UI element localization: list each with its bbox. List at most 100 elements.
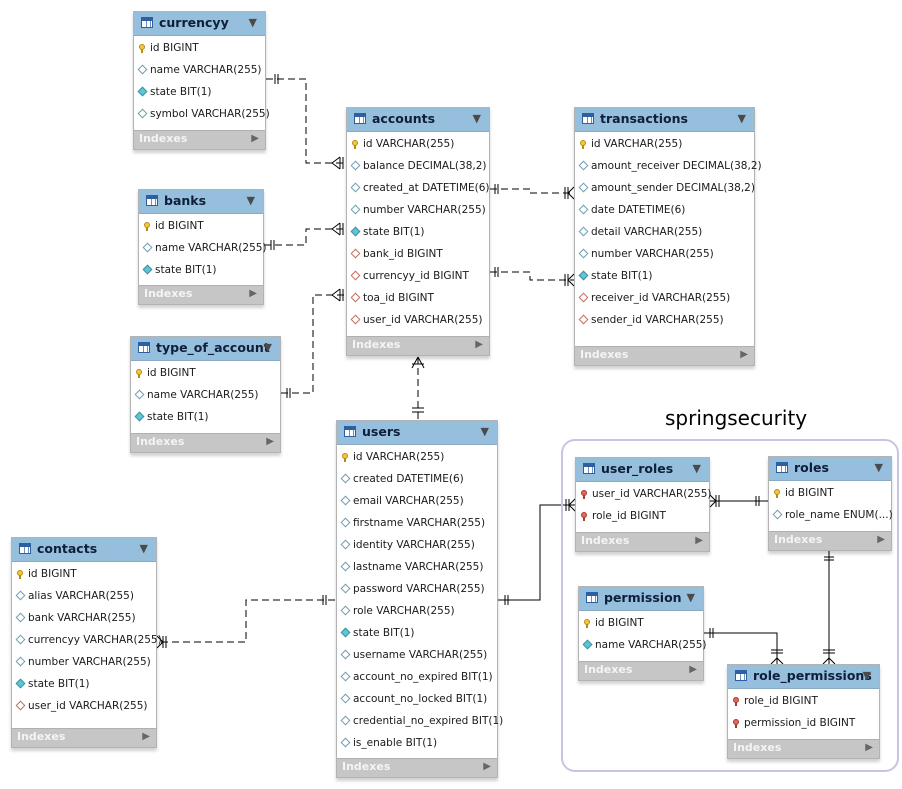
column-row[interactable]: state BIT(1) — [337, 622, 497, 644]
column-row[interactable]: number VARCHAR(255) — [12, 651, 156, 673]
column-row[interactable]: id BIGINT — [134, 37, 265, 59]
indexes-bar[interactable]: Indexes▶ — [579, 661, 703, 680]
column-row[interactable]: role_name ENUM(...) — [769, 504, 893, 526]
column-row[interactable]: amount_sender DECIMAL(38,2) — [575, 177, 755, 199]
expand-arrow-icon[interactable]: ▶ — [695, 535, 703, 546]
table-header[interactable]: contacts▼ — [12, 538, 156, 562]
column-row[interactable]: amount_receiver DECIMAL(38,2) — [575, 155, 762, 177]
column-row[interactable]: date DATETIME(6) — [575, 199, 754, 221]
indexes-bar[interactable]: Indexes▶ — [576, 532, 709, 551]
column-row[interactable]: alias VARCHAR(255) — [12, 585, 156, 607]
column-row[interactable]: number VARCHAR(255) — [575, 243, 754, 265]
column-row[interactable]: state BIT(1) — [575, 265, 754, 287]
collapse-arrow-icon[interactable]: ▼ — [480, 425, 489, 438]
indexes-bar[interactable]: Indexes▶ — [131, 433, 280, 452]
column-row[interactable]: credential_no_expired BIT(1) — [337, 710, 503, 732]
column-row[interactable]: password VARCHAR(255) — [337, 578, 497, 600]
table-header[interactable]: currencyy▼ — [134, 12, 265, 36]
column-row[interactable]: detail VARCHAR(255) — [575, 221, 754, 243]
table-header[interactable]: users▼ — [337, 421, 497, 445]
column-row[interactable]: state BIT(1) — [131, 406, 280, 428]
indexes-bar[interactable]: Indexes▶ — [728, 739, 879, 758]
expand-arrow-icon[interactable]: ▶ — [475, 339, 483, 350]
column-row[interactable]: name VARCHAR(255) — [134, 59, 265, 81]
indexes-bar[interactable]: Indexes▶ — [134, 130, 265, 149]
collapse-arrow-icon[interactable]: ▼ — [692, 462, 701, 475]
column-row[interactable]: id BIGINT — [139, 215, 263, 237]
column-row[interactable]: user_id VARCHAR(255) — [12, 695, 156, 717]
indexes-bar[interactable]: Indexes▶ — [575, 346, 754, 365]
indexes-bar[interactable]: Indexes▶ — [337, 758, 497, 777]
column-row[interactable]: name VARCHAR(255) — [131, 384, 280, 406]
table-user-roles[interactable]: user_roles▼user_id VARCHAR(255)role_id B… — [575, 457, 711, 552]
column-row[interactable]: symbol VARCHAR(255) — [134, 103, 270, 125]
column-row[interactable]: id VARCHAR(255) — [575, 133, 754, 155]
indexes-bar[interactable]: Indexes▶ — [769, 531, 891, 550]
column-row[interactable]: role_id BIGINT — [728, 690, 879, 712]
column-row[interactable]: balance DECIMAL(38,2) — [347, 155, 489, 177]
column-row[interactable]: sender_id VARCHAR(255) — [575, 309, 754, 331]
table-header[interactable]: banks▼ — [139, 190, 263, 214]
column-row[interactable]: is_enable BIT(1) — [337, 732, 497, 754]
table-accounts[interactable]: accounts▼id VARCHAR(255)balance DECIMAL(… — [346, 107, 490, 356]
indexes-bar[interactable]: Indexes▶ — [347, 336, 489, 355]
column-row[interactable]: state BIT(1) — [12, 673, 156, 695]
column-row[interactable]: username VARCHAR(255) — [337, 644, 497, 666]
table-header[interactable]: accounts▼ — [347, 108, 489, 132]
expand-arrow-icon[interactable]: ▶ — [740, 349, 748, 360]
indexes-bar[interactable]: Indexes▶ — [139, 285, 263, 304]
column-row[interactable]: id VARCHAR(255) — [337, 446, 497, 468]
column-row[interactable]: bank_id BIGINT — [347, 243, 489, 265]
collapse-arrow-icon[interactable]: ▼ — [737, 112, 746, 125]
indexes-bar[interactable]: Indexes▶ — [12, 728, 156, 747]
expand-arrow-icon[interactable]: ▶ — [266, 436, 274, 447]
column-row[interactable]: id BIGINT — [579, 612, 703, 634]
column-row[interactable]: bank VARCHAR(255) — [12, 607, 156, 629]
column-row[interactable]: currencyy VARCHAR(255) — [12, 629, 162, 651]
table-header[interactable]: roles▼ — [769, 457, 891, 481]
collapse-arrow-icon[interactable]: ▼ — [248, 16, 257, 29]
column-row[interactable]: account_no_locked BIT(1) — [337, 688, 497, 710]
expand-arrow-icon[interactable]: ▶ — [251, 133, 259, 144]
column-row[interactable]: number VARCHAR(255) — [347, 199, 489, 221]
expand-arrow-icon[interactable]: ▶ — [142, 731, 150, 742]
table-header[interactable]: type_of_account▼ — [131, 337, 280, 361]
collapse-arrow-icon[interactable]: ▼ — [874, 461, 883, 474]
column-row[interactable]: firstname VARCHAR(255) — [337, 512, 497, 534]
collapse-arrow-icon[interactable]: ▼ — [862, 669, 871, 682]
collapse-arrow-icon[interactable]: ▼ — [246, 194, 255, 207]
table-header[interactable]: user_roles▼ — [576, 458, 709, 482]
column-row[interactable]: permission_id BIGINT — [728, 712, 879, 734]
expand-arrow-icon[interactable]: ▶ — [877, 534, 885, 545]
column-row[interactable]: account_no_expired BIT(1) — [337, 666, 497, 688]
column-row[interactable]: receiver_id VARCHAR(255) — [575, 287, 754, 309]
column-row[interactable]: state BIT(1) — [134, 81, 265, 103]
column-row[interactable]: role VARCHAR(255) — [337, 600, 497, 622]
column-row[interactable]: toa_id BIGINT — [347, 287, 489, 309]
column-row[interactable]: id BIGINT — [769, 482, 891, 504]
column-row[interactable]: name VARCHAR(255) — [139, 237, 267, 259]
table-header[interactable]: transactions▼ — [575, 108, 754, 132]
column-row[interactable]: state BIT(1) — [347, 221, 489, 243]
collapse-arrow-icon[interactable]: ▼ — [263, 341, 272, 354]
collapse-arrow-icon[interactable]: ▼ — [686, 591, 695, 604]
expand-arrow-icon[interactable]: ▶ — [689, 664, 697, 675]
column-row[interactable]: id BIGINT — [12, 563, 156, 585]
collapse-arrow-icon[interactable]: ▼ — [139, 542, 148, 555]
column-row[interactable]: currencyy_id BIGINT — [347, 265, 489, 287]
column-row[interactable]: created DATETIME(6) — [337, 468, 497, 490]
column-row[interactable]: identity VARCHAR(255) — [337, 534, 497, 556]
column-row[interactable]: user_id VARCHAR(255) — [576, 483, 711, 505]
column-row[interactable]: created_at DATETIME(6) — [347, 177, 490, 199]
table-transactions[interactable]: transactions▼id VARCHAR(255)amount_recei… — [574, 107, 762, 366]
collapse-arrow-icon[interactable]: ▼ — [472, 112, 481, 125]
column-row[interactable]: email VARCHAR(255) — [337, 490, 497, 512]
expand-arrow-icon[interactable]: ▶ — [865, 742, 873, 753]
expand-arrow-icon[interactable]: ▶ — [249, 288, 257, 299]
